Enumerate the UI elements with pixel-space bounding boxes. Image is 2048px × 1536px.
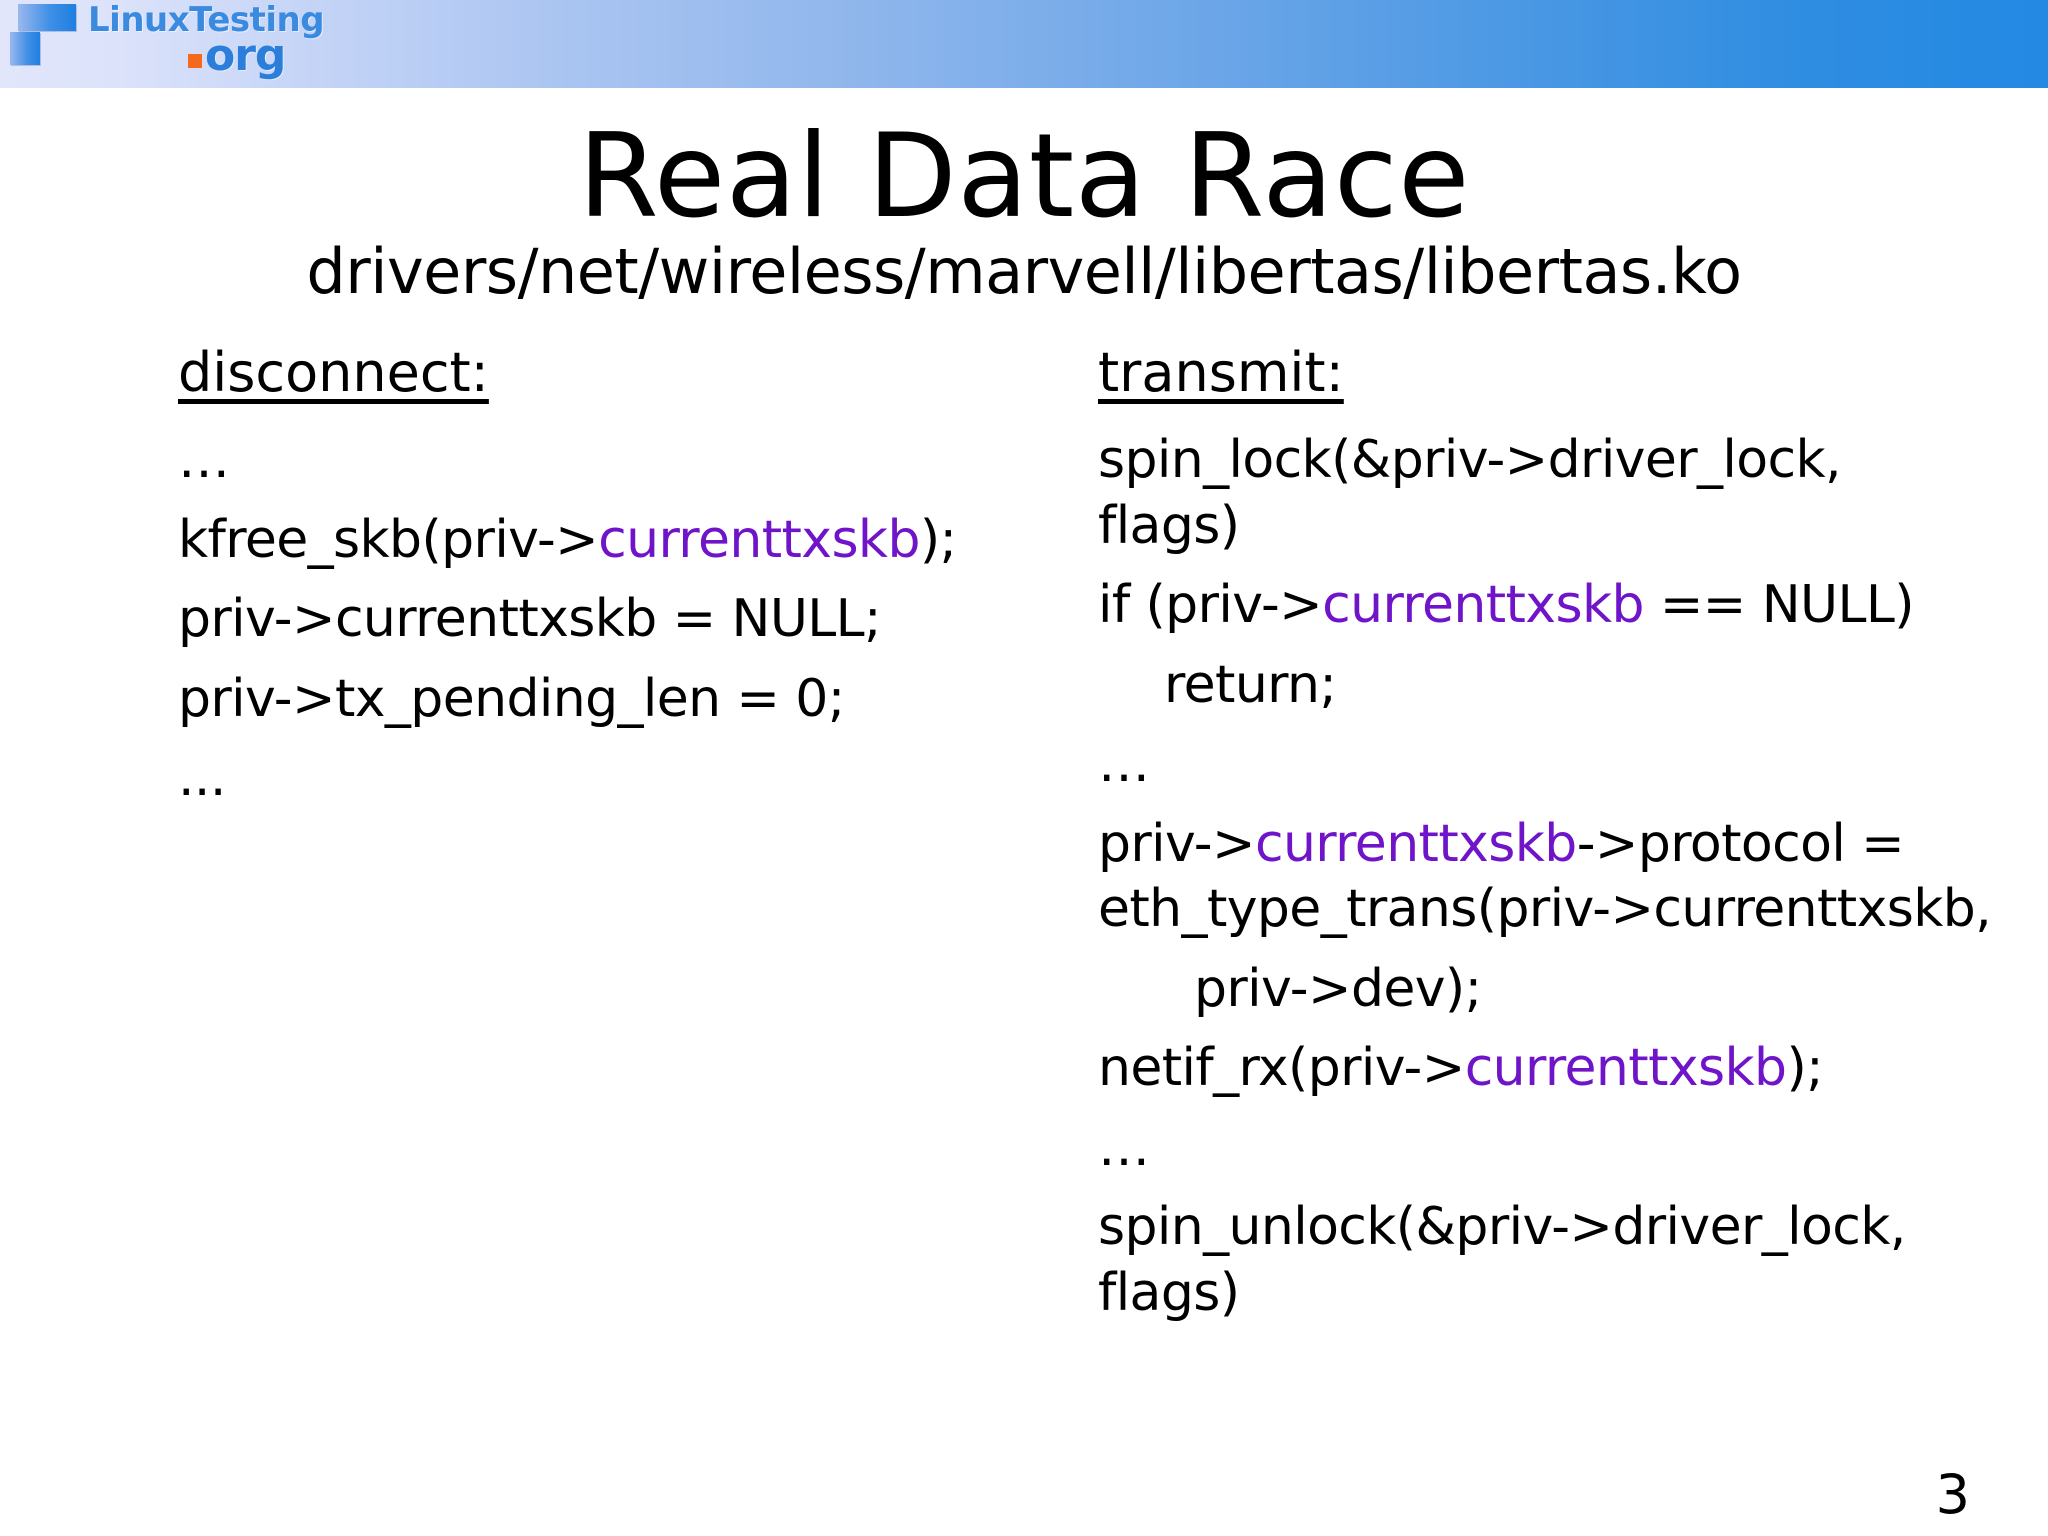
code-fragment: netif_rx(priv->: [1098, 1038, 1465, 1099]
slide-body: Real Data Race drivers/net/wireless/marv…: [0, 88, 2048, 1536]
code-line: priv->currenttxskb->protocol =: [1098, 812, 1998, 878]
code-line: kfree_skb(priv->currenttxskb);: [178, 508, 1058, 574]
code-line: …: [178, 430, 231, 490]
logo-org-label: org: [205, 30, 286, 81]
highlighted-variable: currenttxskb: [1322, 575, 1644, 636]
logo-orange-dot-icon: [188, 54, 202, 68]
page-title: Real Data Race: [577, 109, 1471, 244]
code-line: priv->currenttxskb = NULL;: [178, 589, 882, 650]
code-fragment: );: [1786, 1038, 1824, 1099]
column-heading-disconnect: disconnect:: [178, 341, 489, 404]
code-line: spin_lock(&priv->driver_lock, flags): [1098, 430, 1857, 556]
code-line: if (priv->currenttxskb == NULL): [1098, 573, 1998, 639]
code-column-transmit: transmit: spin_lock(&priv->driver_lock, …: [1098, 346, 1998, 1340]
highlighted-variable: currenttxskb: [1464, 1038, 1787, 1099]
slide-subtitle-module-path: drivers/net/wireless/marvell/libertas/li…: [306, 235, 1742, 308]
highlighted-variable: currenttxskb: [1254, 813, 1577, 874]
logo-text-org: org: [188, 30, 286, 81]
code-line: flags): [1098, 1262, 1240, 1323]
logo-text-linuxtesting: LinuxTesting: [88, 0, 325, 40]
code-line: ...: [178, 748, 226, 809]
code-line: spin_unlock(&priv->driver_lock,: [1098, 1197, 1906, 1258]
code-line: netif_rx(priv->currenttxskb);: [1098, 1036, 1998, 1102]
linuxtesting-logo-mark-icon: [8, 4, 78, 66]
header-bar: LinuxTesting org: [0, 0, 2048, 88]
code-line: eth_type_trans(priv->currenttxskb,: [1098, 879, 1992, 940]
highlighted-variable: currenttxskb: [598, 509, 920, 570]
logo-bar-bottom-shape: [10, 32, 40, 65]
code-line: …: [1098, 734, 1151, 795]
code-fragment: == NULL): [1643, 575, 1915, 636]
code-fragment: priv->: [1098, 813, 1256, 874]
code-line: priv->dev);: [1194, 958, 1482, 1019]
code-line: return;: [1164, 654, 1337, 715]
code-fragment: );: [919, 509, 957, 570]
page-number: 3: [1935, 1463, 1970, 1526]
code-line: …: [1098, 1117, 1151, 1178]
code-fragment: kfree_skb(priv->: [178, 509, 599, 570]
logo-bar-top-shape: [18, 4, 76, 31]
linuxtesting-logo-wordmark: LinuxTesting org: [88, 0, 378, 88]
code-column-disconnect: disconnect: … kfree_skb(priv->currenttxs…: [178, 346, 1058, 826]
column-heading-transmit: transmit:: [1098, 341, 1344, 404]
code-fragment: if (priv->: [1098, 575, 1323, 636]
code-line: priv->tx_pending_len = 0;: [178, 668, 845, 729]
code-fragment: ->protocol =: [1576, 813, 1905, 874]
